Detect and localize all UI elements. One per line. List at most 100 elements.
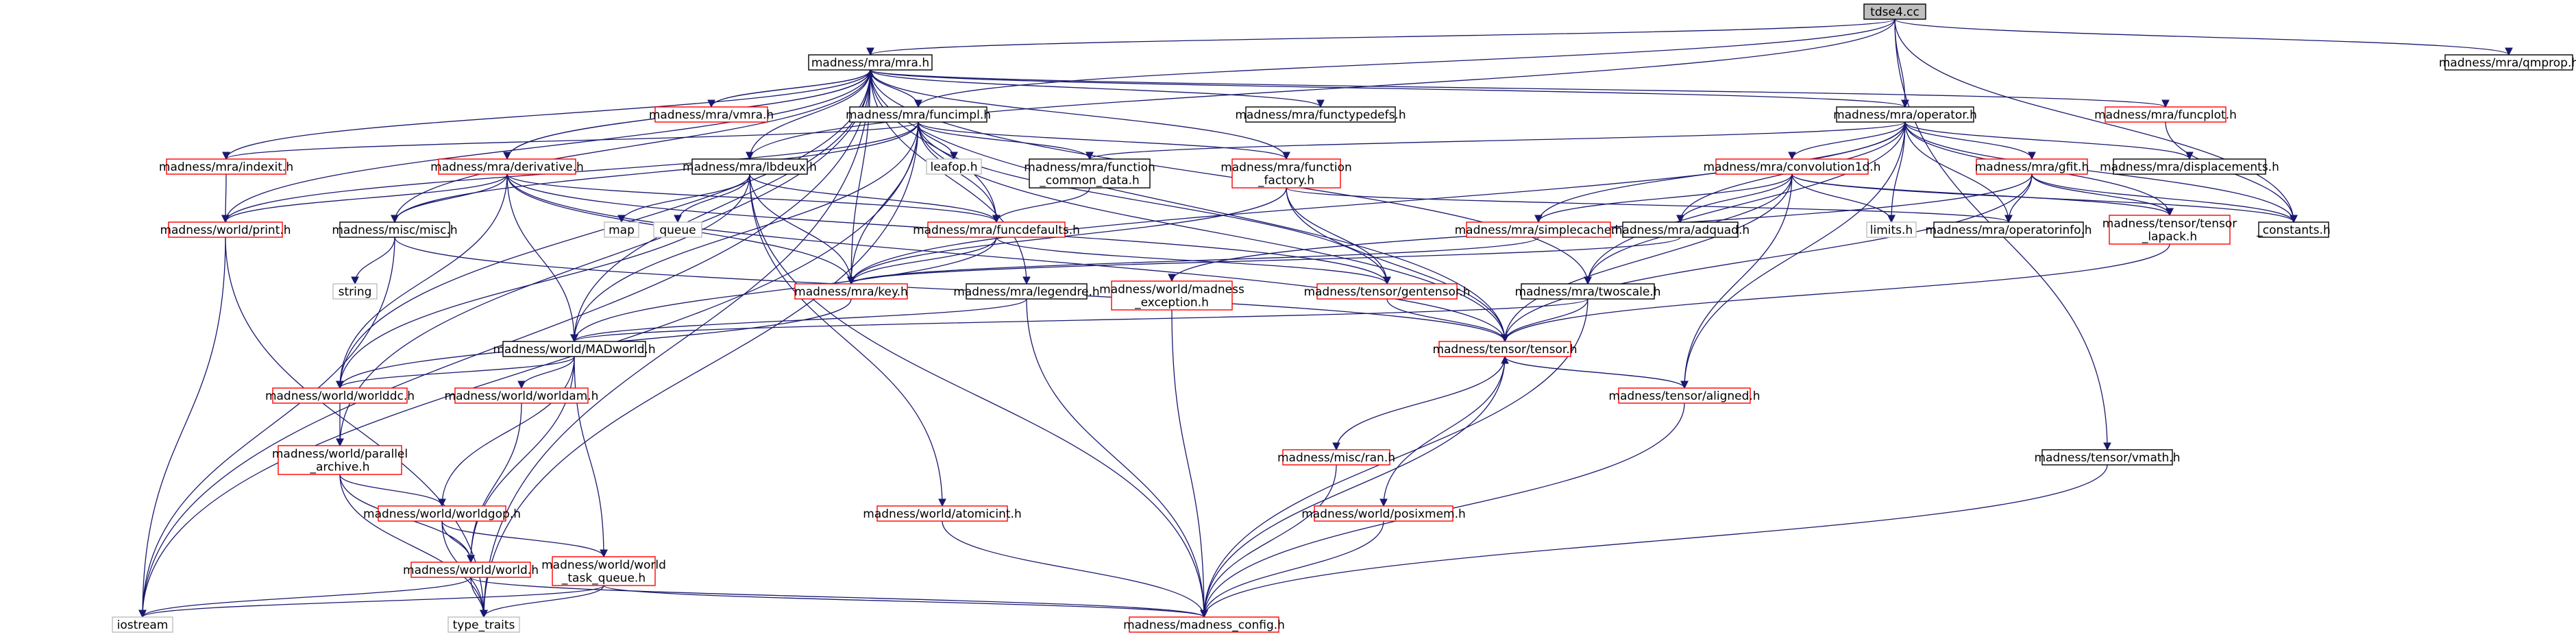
node-world-worlddc[interactable]: madness/world/worlddc.h: [265, 387, 415, 404]
node-box[interactable]: [502, 341, 646, 357]
node-box[interactable]: [1976, 158, 2088, 175]
node-box[interactable]: [1129, 616, 1279, 633]
node-box[interactable]: [794, 283, 908, 300]
node-box[interactable]: [2105, 106, 2227, 123]
node-box[interactable]: [166, 158, 286, 175]
node-box[interactable]: [1618, 387, 1751, 404]
node-mra-qmprop[interactable]: madness/mra/qmprop.h: [2439, 54, 2576, 71]
node-mra-indexit[interactable]: madness/mra/indexit.h: [159, 158, 293, 175]
node-misc-misc[interactable]: madness/misc/misc.h: [332, 221, 458, 238]
node-world-parallel-archive[interactable]: madness/world/parallel_archive.h: [272, 445, 408, 475]
node-box: [332, 283, 378, 300]
node-box[interactable]: [1245, 106, 1396, 123]
node-world-print[interactable]: madness/world/print.h: [160, 221, 291, 238]
node-box[interactable]: [2109, 215, 2231, 245]
node-mra-h[interactable]: madness/mra/mra.h: [808, 54, 933, 71]
node-box[interactable]: [966, 283, 1088, 300]
node-world-world[interactable]: madness/world/world.h: [403, 562, 539, 578]
node-mra-lbdeux[interactable]: madness/mra/lbdeux.h: [683, 158, 817, 175]
node-box[interactable]: [1316, 283, 1458, 300]
node-mra-convolution1d[interactable]: madness/mra/convolution1d.h: [1704, 158, 1881, 175]
node-tensor-gentensor[interactable]: madness/tensor/gentensor.h: [1303, 283, 1471, 300]
node-world-worldgop[interactable]: madness/world/worldgop.h: [363, 505, 521, 522]
edge-mra_funcimpl-to-tensor_gentensor: [918, 121, 1391, 285]
node-mra-adquad[interactable]: madness/mra/adquad.h: [1611, 221, 1750, 238]
node-box[interactable]: [2113, 158, 2266, 175]
node-limits: limits.h: [1866, 221, 1917, 238]
node-misc-ran[interactable]: madness/misc/ran.h: [1277, 449, 1395, 466]
node-mra-simplecache[interactable]: madness/mra/simplecache.h: [1455, 221, 1623, 238]
node-mra-funcplot[interactable]: madness/mra/funcplot.h: [2094, 106, 2237, 123]
edge-mra_gfit-to-constants: [2031, 173, 2298, 224]
node-label: madness/mra/funcimpl.h: [846, 108, 991, 122]
node-tensor-aligned[interactable]: madness/tensor/aligned.h: [1608, 387, 1761, 404]
node-madness-config[interactable]: madness/madness_config.h: [1123, 616, 1285, 633]
node-mra-legendre[interactable]: madness/mra/legendre.h: [953, 283, 1100, 300]
node-mra-funcimpl[interactable]: madness/mra/funcimpl.h: [846, 106, 991, 123]
node-box[interactable]: [278, 445, 402, 475]
node-box[interactable]: [691, 158, 808, 175]
node-box[interactable]: [168, 221, 283, 238]
node-box[interactable]: [2444, 54, 2573, 71]
node-box[interactable]: [1282, 449, 1390, 466]
edge-tensor_aligned-to-tensor_tensor: [1501, 355, 1685, 389]
node-label: _task_queue.h: [561, 572, 646, 586]
node-mra-gfit[interactable]: madness/mra/gfit.h: [1975, 158, 2089, 175]
node-box[interactable]: [410, 562, 531, 578]
node-box[interactable]: [1438, 341, 1571, 357]
node-box[interactable]: [1231, 158, 1341, 189]
node-tensor-vmath[interactable]: madness/tensor/vmath.h: [2035, 449, 2181, 466]
node-box[interactable]: [2258, 221, 2329, 238]
node-mra-operator[interactable]: madness/mra/operator.h: [1833, 106, 1977, 123]
node-mra-operatorinfo[interactable]: madness/mra/operatorinfo.h: [1925, 221, 2092, 238]
node-world-posixmem[interactable]: madness/world/posixmem.h: [1301, 505, 1466, 522]
node-mra-displacements[interactable]: madness/mra/displacements.h: [2100, 158, 2279, 175]
node-world-worldam[interactable]: madness/world/worldam.h: [445, 387, 599, 404]
node-mra-vmra[interactable]: madness/mra/vmra.h: [649, 106, 774, 123]
node-box[interactable]: [876, 505, 1008, 522]
node-world-atomicint[interactable]: madness/world/atomicint.h: [863, 505, 1022, 522]
node-box[interactable]: [1111, 280, 1233, 311]
node-label: madness/tensor/gentensor.h: [1303, 285, 1470, 299]
node-box[interactable]: [552, 556, 656, 586]
node-world-task-queue[interactable]: madness/world/world_task_queue.h: [541, 556, 666, 586]
node-tensor-lapack[interactable]: madness/tensor/tensor_lapack.h: [2102, 215, 2237, 245]
node-box[interactable]: [1933, 221, 2084, 238]
node-box[interactable]: [1836, 106, 1974, 123]
node-mra-function-common-data[interactable]: madness/mra/function_common_data.h: [1024, 158, 1155, 189]
node-box[interactable]: [1622, 221, 1739, 238]
node-box[interactable]: [1521, 283, 1655, 300]
edge-mra_funcimpl-to-type_traits: [480, 121, 919, 618]
node-box[interactable]: [378, 505, 506, 522]
node-box[interactable]: [438, 158, 576, 175]
node-label: iostream: [117, 618, 169, 632]
edge-mra_h-to-world_parallel_archive: [336, 69, 871, 447]
node-world-madworld[interactable]: madness/world/MADworld.h: [493, 341, 656, 357]
node-box[interactable]: [339, 221, 450, 238]
node-box[interactable]: [1029, 158, 1151, 189]
node-mra-functypedefs[interactable]: madness/mra/functypedefs.h: [1235, 106, 1406, 123]
node-mra-key[interactable]: madness/mra/key.h: [794, 283, 908, 300]
node-box[interactable]: [808, 54, 933, 71]
node-box[interactable]: [849, 106, 988, 123]
node-mra-funcdefaults[interactable]: madness/mra/funcdefaults.h: [913, 221, 1080, 238]
node-box[interactable]: [1314, 505, 1453, 522]
node-queue: queue: [653, 221, 702, 238]
edge-mra_gfit-to-tensor_tensor: [1501, 173, 2033, 343]
node-tensor-tensor[interactable]: madness/tensor/tensor.h: [1432, 341, 1578, 357]
node-box[interactable]: [2041, 449, 2173, 466]
node-mra-derivative[interactable]: madness/mra/derivative.h: [430, 158, 584, 175]
edge-mra_lbdeux-to-world_worlddc: [336, 173, 750, 389]
node-mra-twoscale[interactable]: madness/mra/twoscale.h: [1514, 283, 1661, 300]
node-box[interactable]: [454, 387, 589, 404]
node-constants[interactable]: _constants.h: [2256, 221, 2331, 238]
node-world-madness-exception[interactable]: madness/world/madness_exception.h: [1099, 280, 1244, 311]
node-box[interactable]: [654, 106, 768, 123]
node-mra-function-factory[interactable]: madness/mra/function_factory.h: [1220, 158, 1352, 189]
node-box[interactable]: [1466, 221, 1611, 238]
node-box[interactable]: [927, 221, 1066, 238]
node-box[interactable]: [272, 387, 408, 404]
node-label: madness/world/world.h: [403, 564, 539, 577]
node-box[interactable]: [1715, 158, 1869, 175]
edge-tensor_lapack-to-tensor_tensor: [1501, 243, 2170, 343]
